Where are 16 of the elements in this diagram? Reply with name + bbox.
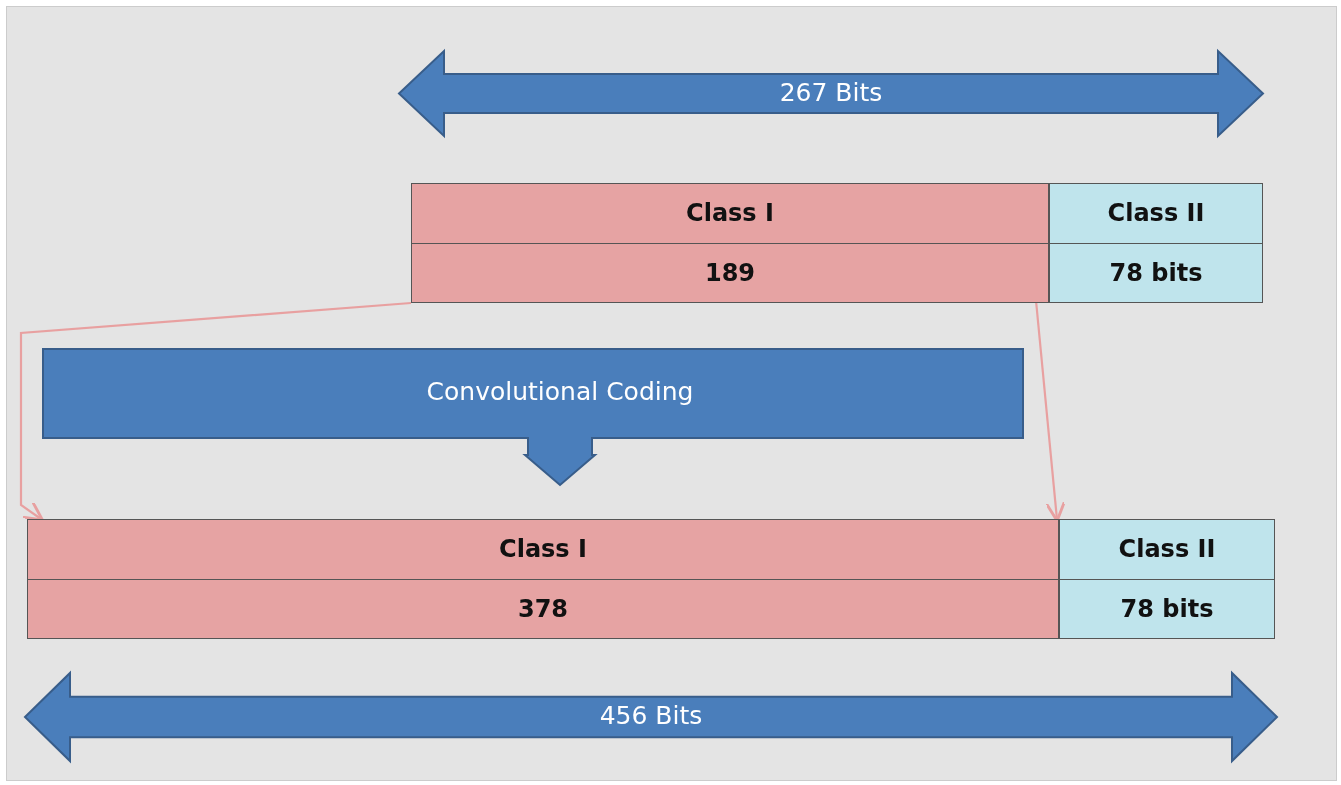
- bit-field-block: [411, 183, 1049, 303]
- bit-count: 378: [516, 595, 570, 623]
- class-label: Class II: [1106, 199, 1206, 227]
- bit-count: 189: [703, 259, 757, 287]
- process-label: Convolutional Coding: [425, 376, 695, 406]
- bit-count: 78 bits: [1119, 595, 1215, 623]
- class-label: Class I: [685, 199, 775, 227]
- bit-length-label: 456 Bits: [598, 701, 704, 730]
- arrow: [19, 301, 412, 522]
- bit-field-block: [1059, 519, 1275, 639]
- bit-length-label: 267 Bits: [778, 77, 884, 107]
- class-label: Class I: [498, 535, 588, 563]
- bit-count: 78 bits: [1108, 259, 1204, 287]
- class-label: Class II: [1117, 535, 1217, 563]
- bit-field-block: [1049, 183, 1263, 303]
- bit-field-block: [27, 519, 1059, 639]
